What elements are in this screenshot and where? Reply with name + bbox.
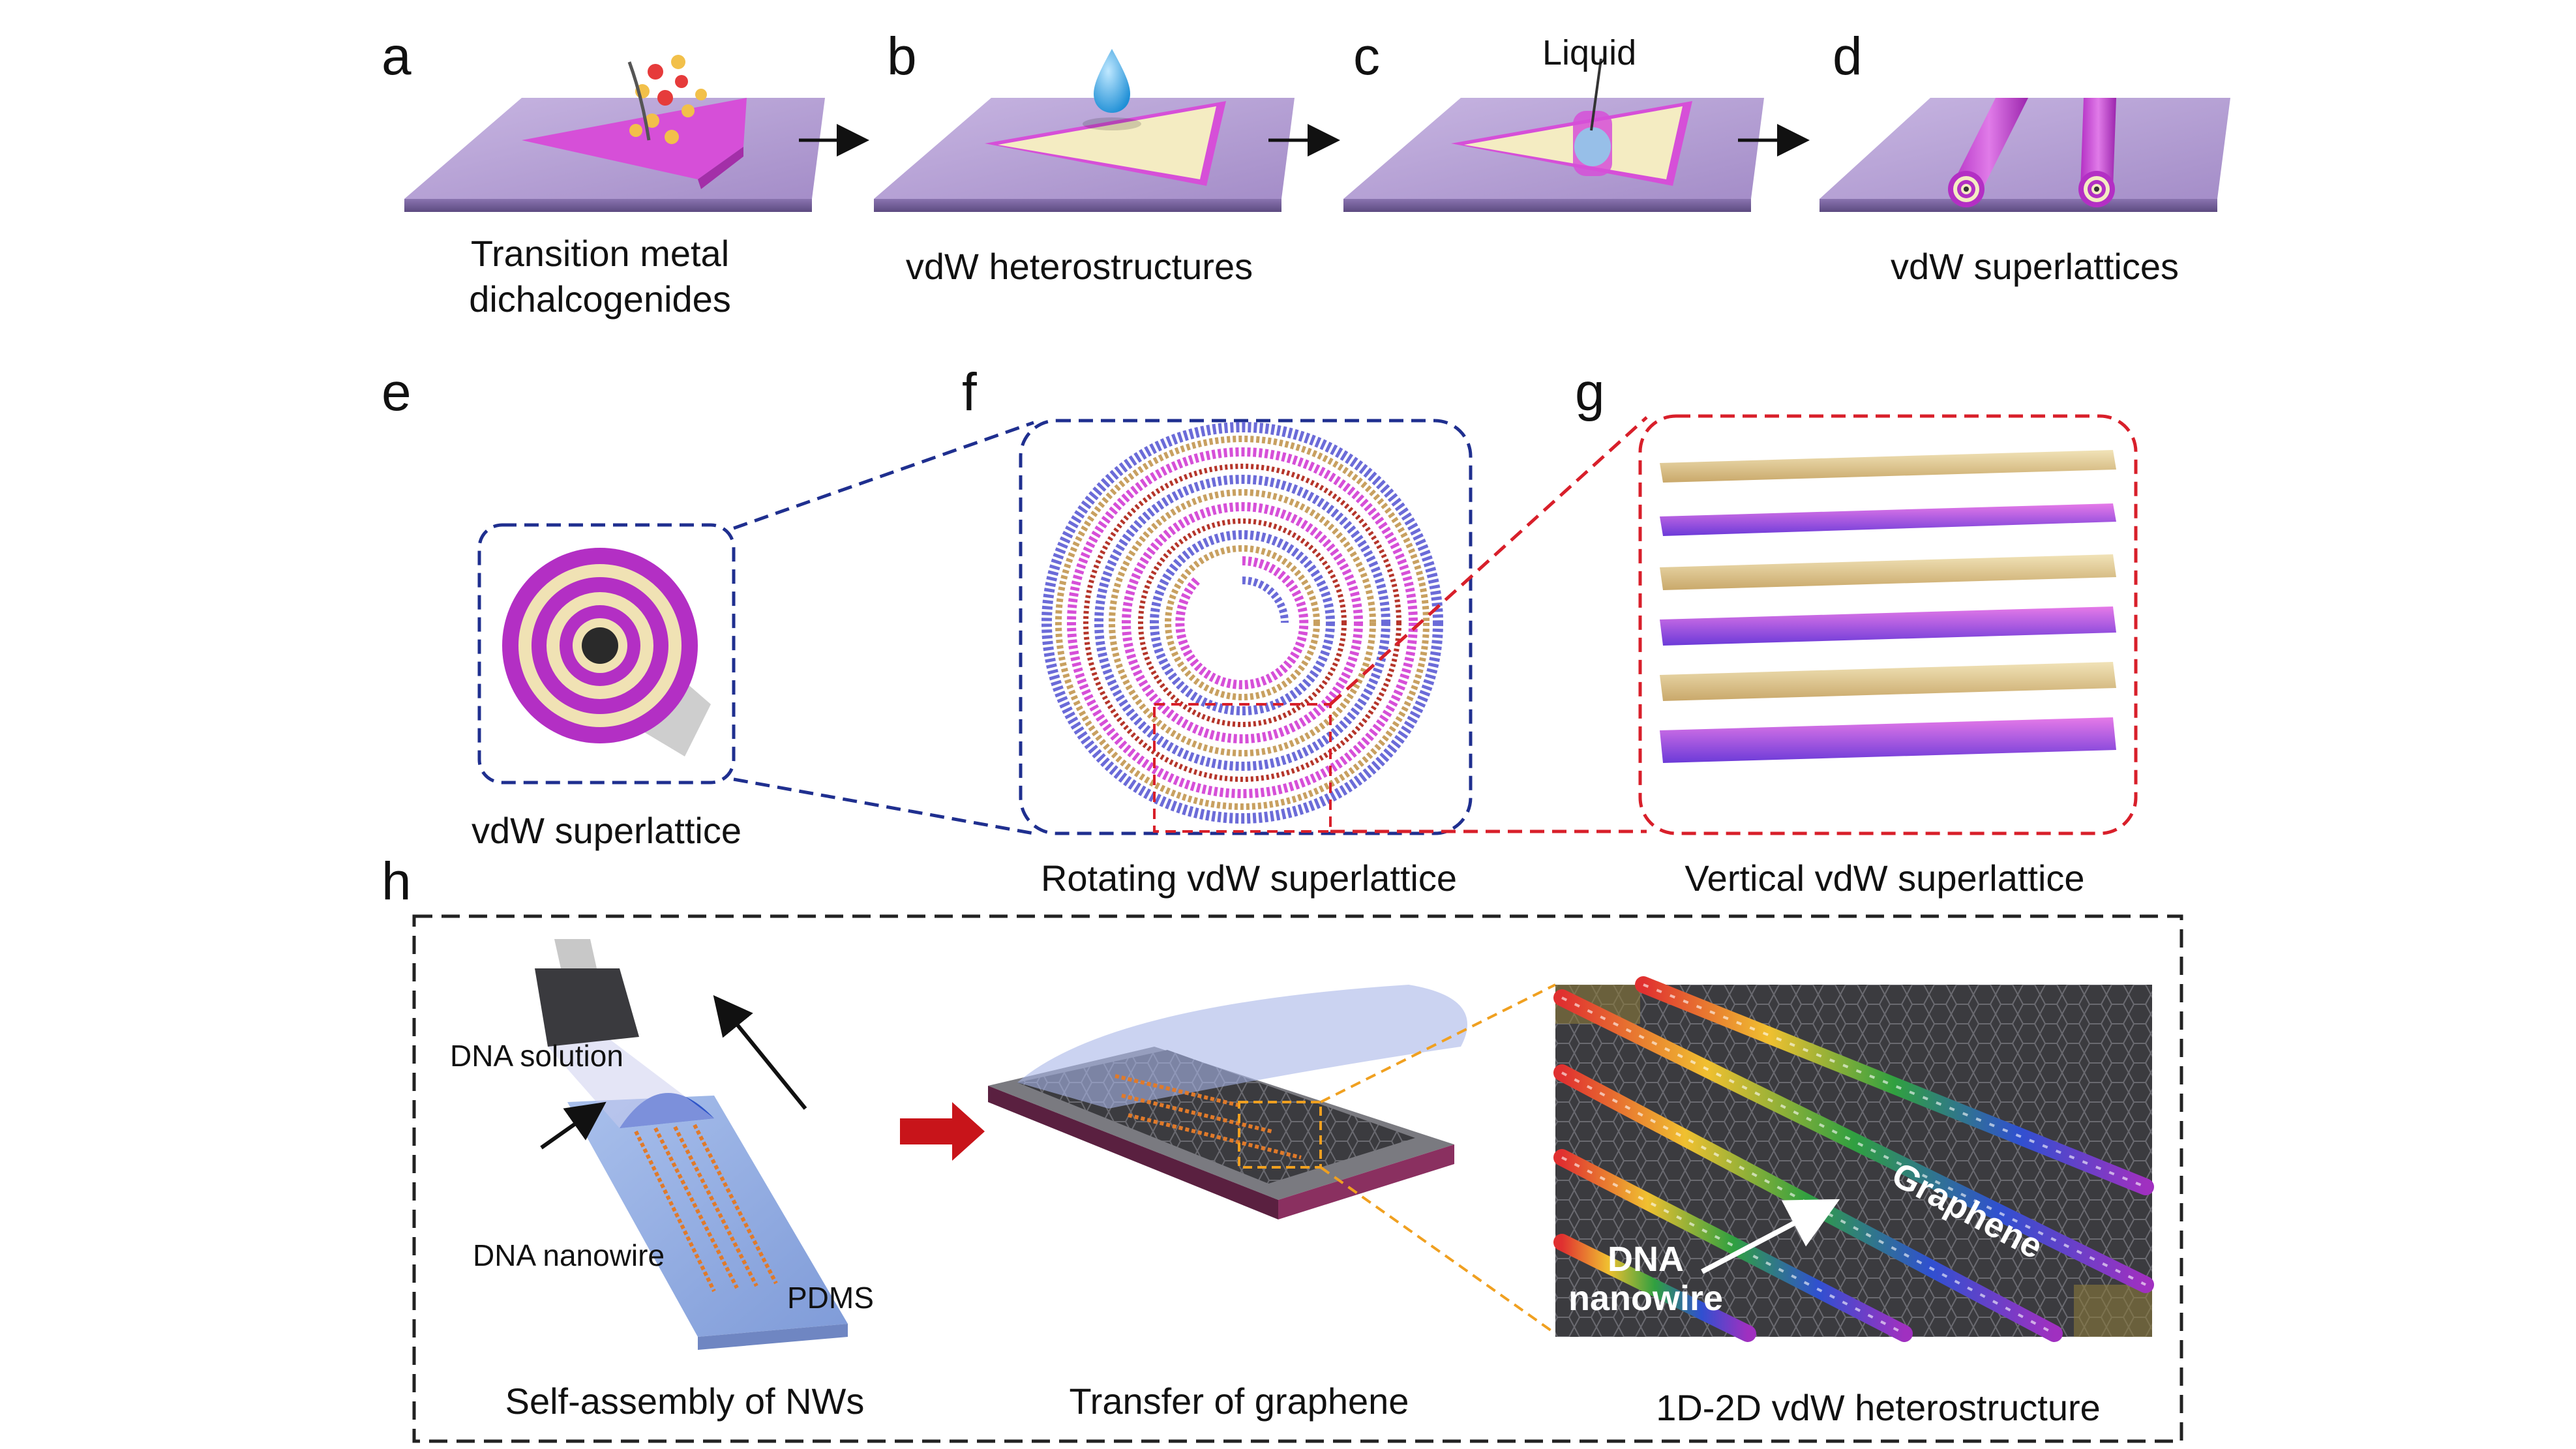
zoom-connector-bottom: [1319, 1166, 1557, 1335]
panel-f-spiral: [1041, 422, 1443, 824]
panel-a-substrate: [404, 98, 825, 212]
panel-f-zoom-region: [1153, 703, 1332, 833]
heterostructure-inset: [1553, 976, 2154, 1342]
caption-g: Vertical vdW superlattice: [1685, 858, 2085, 899]
caption-a-line2: dichalcogenides: [469, 278, 731, 320]
middle-row-illustration: [477, 414, 2138, 835]
connector-e-f-bottom: [733, 777, 1034, 835]
panel-g-frame: [1638, 414, 2138, 835]
caption-d: vdW superlattices: [1891, 246, 2179, 287]
transfer-arrow: [900, 1102, 985, 1161]
panel-letter-g: g: [1575, 363, 1605, 422]
panel-h-frame: [412, 914, 2183, 1443]
dna-nanowire-label: DNA nanowire: [473, 1238, 665, 1272]
panel-g-layer-stack: [1660, 450, 2116, 763]
panel-letter-b: b: [887, 27, 917, 86]
panel-d-substrate: [1820, 98, 2230, 212]
panel-letter-d: d: [1833, 27, 1863, 86]
panel-d-roll-left: [1948, 98, 2028, 207]
pdms-slab: [567, 1096, 848, 1350]
caption-e: vdW superlattice: [472, 810, 741, 851]
caption-b: vdW heterostructures: [905, 246, 1253, 287]
panel-letter-e: e: [382, 363, 412, 422]
connector-f-g-top: [1329, 416, 1648, 706]
dip-holder: [535, 939, 639, 1047]
panel-b-substrate: [874, 98, 1295, 212]
panel-letter-a: a: [382, 27, 412, 86]
nanowire-pointer: [540, 1101, 607, 1150]
panel-a-precursor-particles: [627, 55, 707, 144]
panel-b-water-drop: [1083, 49, 1141, 130]
caption-a-line1: Transition metal: [470, 233, 730, 274]
caption-h-step2: Transfer of graphene: [1069, 1381, 1409, 1422]
panel-h-illustration: [412, 914, 2183, 1443]
caption-h-step1: Self-assembly of NWs: [505, 1381, 865, 1422]
panel-letter-h: h: [382, 852, 412, 911]
pulling-arrow: [713, 995, 807, 1110]
top-row-illustration: [404, 49, 2230, 212]
panel-e-frame: [477, 523, 736, 784]
panel-f-frame: [1019, 419, 1473, 835]
liquid-label: Liquid: [1542, 33, 1637, 72]
inset-dna-label-line1: DNA: [1608, 1240, 1684, 1279]
panel-d-roll-right: [2078, 98, 2116, 207]
dna-solution-label: DNA solution: [450, 1039, 623, 1073]
connector-e-f-top: [733, 421, 1034, 530]
inset-dna-label-line2: nanowire: [1568, 1279, 1724, 1318]
dna-solution-droplet: [548, 1037, 714, 1128]
panel-letter-f: f: [962, 363, 977, 422]
zoom-connector-top: [1320, 983, 1556, 1103]
pdms-label: PDMS: [787, 1281, 874, 1315]
transfer-zoom-region: [1238, 1101, 1322, 1169]
pdms-dna-nanowires: [634, 1124, 778, 1292]
panel-e-roll: [502, 548, 711, 756]
caption-f: Rotating vdW superlattice: [1040, 858, 1458, 899]
caption-h-step3: 1D-2D vdW heterostructure: [1656, 1387, 2101, 1428]
panel-c-substrate: [1343, 58, 1764, 212]
panel-letter-c: c: [1353, 27, 1380, 86]
transfer-dna-nanowires: [1115, 1074, 1302, 1159]
